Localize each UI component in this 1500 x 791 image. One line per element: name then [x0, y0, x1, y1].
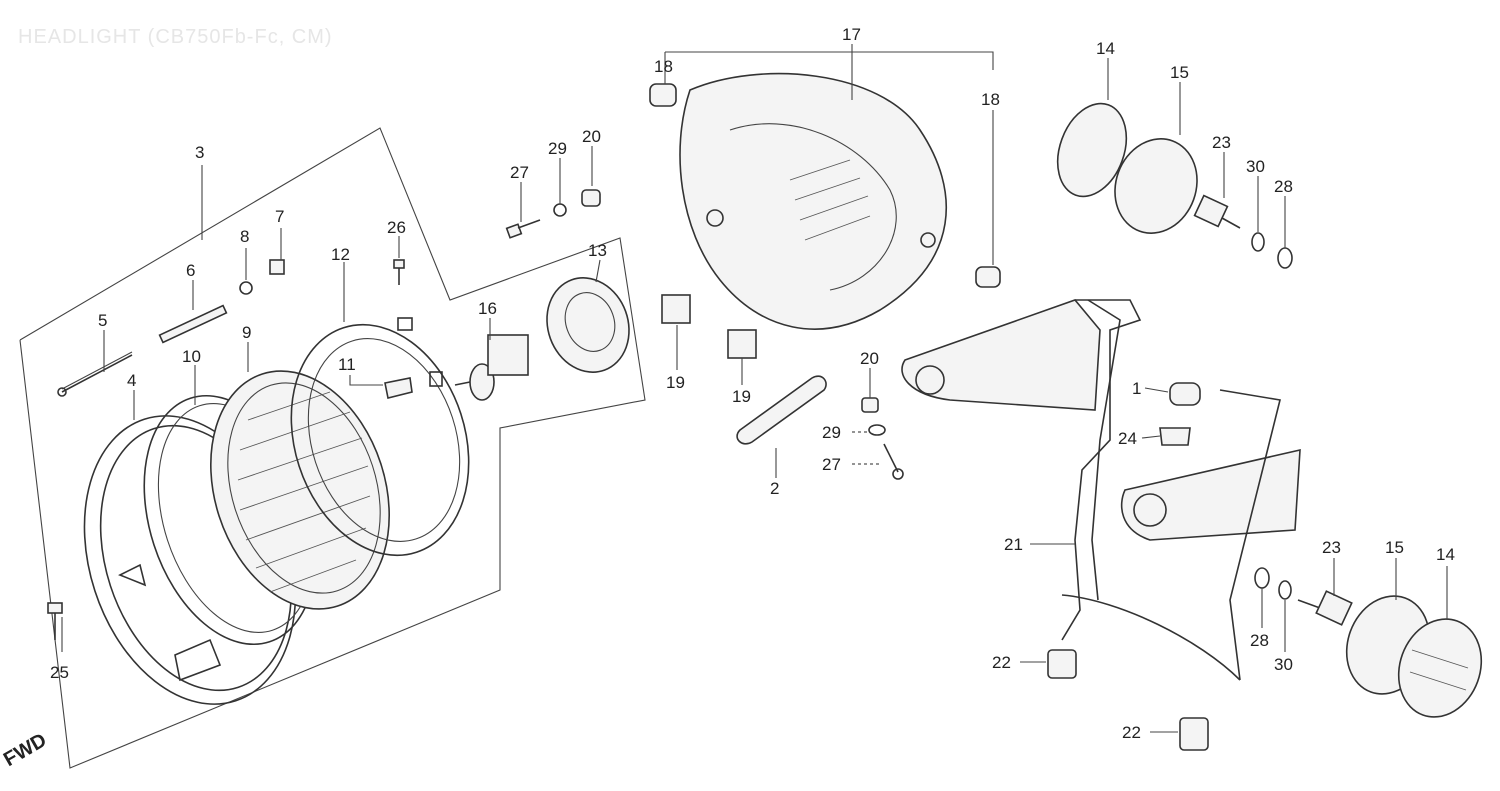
- callout-3: 3: [195, 143, 204, 162]
- headlight-stay: [901, 299, 1301, 681]
- clip-7: [269, 259, 285, 275]
- callout-2: 2: [770, 479, 779, 498]
- mounting-ring: [290, 317, 470, 557]
- callout-22-lower: 22: [1122, 723, 1141, 742]
- callout-13: 13: [588, 241, 607, 260]
- callout-18-left: 18: [654, 57, 673, 76]
- bolt-23-lower: [1297, 590, 1353, 626]
- callout-27-upper: 27: [510, 163, 529, 182]
- callout-30-upper: 30: [1246, 157, 1265, 176]
- callout-30-lower: 30: [1274, 655, 1293, 674]
- callout-14-upper: 14: [1096, 39, 1115, 58]
- collar-18-left: [649, 83, 677, 107]
- assembly-group-outline: [19, 127, 646, 769]
- callout-19-left: 19: [666, 373, 685, 392]
- callout-29-lower: 29: [822, 423, 841, 442]
- bolt-22-lower: [1179, 717, 1209, 751]
- callout-28-lower: 28: [1250, 631, 1269, 650]
- callout-14-lower: 14: [1436, 545, 1455, 564]
- callout-22-upper: 22: [992, 653, 1011, 672]
- washer-30-lower: [1278, 580, 1292, 600]
- washer-29-lower: [868, 424, 886, 436]
- screw-27-lower: [883, 443, 904, 480]
- callout-20-lower: 20: [860, 349, 879, 368]
- callout-1: 1: [1132, 379, 1141, 398]
- clip-11: [384, 377, 413, 399]
- screw-26: [393, 259, 405, 285]
- callout-18-right: 18: [981, 90, 1000, 109]
- screw-27-upper: [505, 219, 541, 239]
- callout-6: 6: [186, 261, 195, 280]
- callout-16: 16: [478, 299, 497, 318]
- callout-25: 25: [50, 663, 69, 682]
- headlight-lens-unit: [210, 370, 390, 610]
- bolt-22-upper: [1047, 649, 1077, 679]
- callout-29-upper: 29: [548, 139, 567, 158]
- bolt-23-upper: [1193, 194, 1241, 229]
- reflector-14-upper: [1056, 102, 1128, 198]
- callout-26: 26: [387, 218, 406, 237]
- washer-28-lower: [1254, 567, 1270, 589]
- diagram-title: HEADLIGHT (CB750Fb-Fc, CM): [18, 26, 333, 48]
- callout-9: 9: [242, 323, 251, 342]
- socket-cover: [546, 277, 630, 373]
- adjuster-screw: [61, 354, 133, 393]
- callout-20-upper: 20: [582, 127, 601, 146]
- bushing-24: [1159, 427, 1191, 446]
- callout-labels: 3 7 8 6 5 4 10 9 12 11 26 25 16 13 27 29…: [50, 25, 1455, 742]
- callout-5: 5: [98, 311, 107, 330]
- screw-25: [47, 602, 63, 640]
- callout-24: 24: [1118, 429, 1137, 448]
- callout-21: 21: [1004, 535, 1023, 554]
- callout-8: 8: [240, 227, 249, 246]
- nut-20-lower: [861, 397, 879, 413]
- callout-23-upper: 23: [1212, 133, 1231, 152]
- nut-19-right: [727, 329, 757, 359]
- bracket-2: [736, 375, 827, 445]
- adjuster-shaft: [158, 304, 228, 344]
- callout-11: 11: [338, 355, 356, 374]
- callout-19-right: 19: [732, 387, 751, 406]
- callout-15-upper: 15: [1170, 63, 1189, 82]
- nut-20-upper: [581, 189, 601, 207]
- callout-23-lower: 23: [1322, 538, 1341, 557]
- headlight-bulb: [454, 334, 529, 401]
- callout-28-upper: 28: [1274, 177, 1293, 196]
- callout-17: 17: [842, 25, 861, 44]
- headlight-case: [679, 72, 947, 330]
- callout-12: 12: [331, 245, 350, 264]
- callout-15-lower: 15: [1385, 538, 1404, 557]
- callout-27-lower: 27: [822, 455, 841, 474]
- collar-18-right: [975, 266, 1001, 288]
- nut-19-left: [661, 294, 691, 324]
- reflector-14-lower: [1397, 618, 1483, 718]
- washer-29-upper: [553, 203, 567, 217]
- callout-4: 4: [127, 371, 136, 390]
- washer-28-upper: [1277, 247, 1293, 269]
- washer-8: [239, 281, 253, 295]
- callout-10: 10: [182, 347, 201, 366]
- callout-7: 7: [275, 207, 284, 226]
- washer-30-upper: [1251, 232, 1265, 252]
- lens-15-upper: [1114, 138, 1198, 234]
- leader-lines: [61, 44, 1448, 733]
- grommet-1: [1169, 382, 1201, 406]
